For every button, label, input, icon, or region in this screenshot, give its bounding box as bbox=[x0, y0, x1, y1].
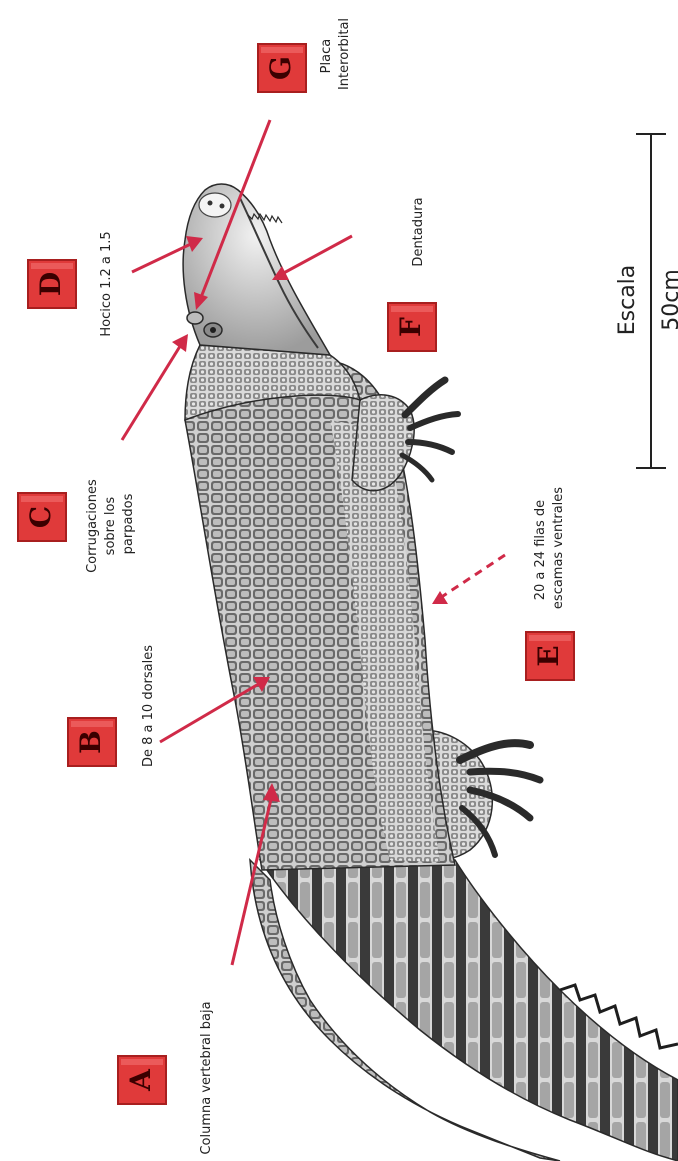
arrow-e bbox=[440, 555, 505, 598]
label-letter-c: C bbox=[24, 506, 57, 528]
caption-e-line-1: 20 a 24 filas de bbox=[533, 500, 548, 600]
caption-a: Columna vertebral baja bbox=[199, 1001, 214, 1154]
label-letter-b: B bbox=[74, 730, 107, 754]
eye-left bbox=[187, 312, 203, 324]
label-box-e: E bbox=[526, 632, 574, 680]
caption-d: Hocico 1.2 a 1.5 bbox=[99, 231, 114, 336]
svg-text:Columna vertebral baja: Columna vertebral baja bbox=[199, 1001, 214, 1154]
label-letter-e: E bbox=[532, 645, 565, 666]
caption-b-line-1: De 8 a 10 dorsales bbox=[141, 645, 156, 767]
scale-bar: Escala 50cm bbox=[615, 134, 678, 468]
caption-g-line-2: Interorbital bbox=[337, 18, 352, 90]
caption-c-line-1: Corrugaciones bbox=[85, 479, 100, 573]
caption-c: Corrugaciones sobre los parpados bbox=[85, 475, 136, 573]
caption-f-line-1: Dentadura bbox=[411, 197, 426, 266]
label-box-b: B bbox=[68, 718, 116, 766]
svg-text:Dentadura: Dentadura bbox=[411, 197, 426, 266]
caption-e-line-2: escamas ventrales bbox=[551, 487, 566, 609]
caption-a-line-1: Columna vertebral baja bbox=[199, 1001, 214, 1154]
label-box-a: A bbox=[118, 1056, 166, 1104]
arrow-f bbox=[280, 236, 352, 275]
svg-text:20 a 24 filas de escamas: 20 a 24 filas de escamas ventrales bbox=[533, 487, 566, 609]
caption-c-line-2: sobre los bbox=[103, 497, 118, 556]
caption-c-line-3: parpados bbox=[121, 493, 136, 554]
label-box-c: C bbox=[18, 493, 66, 541]
svg-text:Placa Interorbital: Placa Interorbital bbox=[319, 18, 352, 90]
label-box-f: F bbox=[388, 303, 436, 351]
caption-g-line-1: Placa bbox=[319, 39, 334, 74]
label-letter-d: D bbox=[34, 272, 67, 296]
caption-d-line-1: Hocico 1.2 a 1.5 bbox=[99, 231, 114, 336]
caption-g: Placa Interorbital bbox=[319, 18, 352, 90]
caption-b: De 8 a 10 dorsales bbox=[141, 645, 156, 767]
label-letter-g: G bbox=[264, 56, 297, 80]
svg-text:De 8 a 10 dorsales: De 8 a 10 dorsales bbox=[141, 645, 156, 767]
svg-text:Hocico 1.2 a 1.5: Hocico 1.2 a 1.5 bbox=[99, 231, 114, 336]
label-box-g: G bbox=[258, 44, 306, 92]
label-letter-f: F bbox=[394, 317, 427, 337]
caption-e: 20 a 24 filas de escamas ventrales bbox=[533, 487, 566, 609]
scale-length: 50cm bbox=[659, 269, 678, 331]
arrow-c bbox=[122, 343, 182, 440]
label-letter-a: A bbox=[124, 1068, 157, 1092]
label-box-d: D bbox=[28, 260, 76, 308]
snout-tip bbox=[199, 193, 231, 217]
scale-title: Escala bbox=[615, 265, 640, 336]
caption-f: Dentadura bbox=[411, 197, 426, 266]
svg-text:Corrugaciones sobre los: Corrugaciones sobre los parpados bbox=[85, 475, 136, 573]
